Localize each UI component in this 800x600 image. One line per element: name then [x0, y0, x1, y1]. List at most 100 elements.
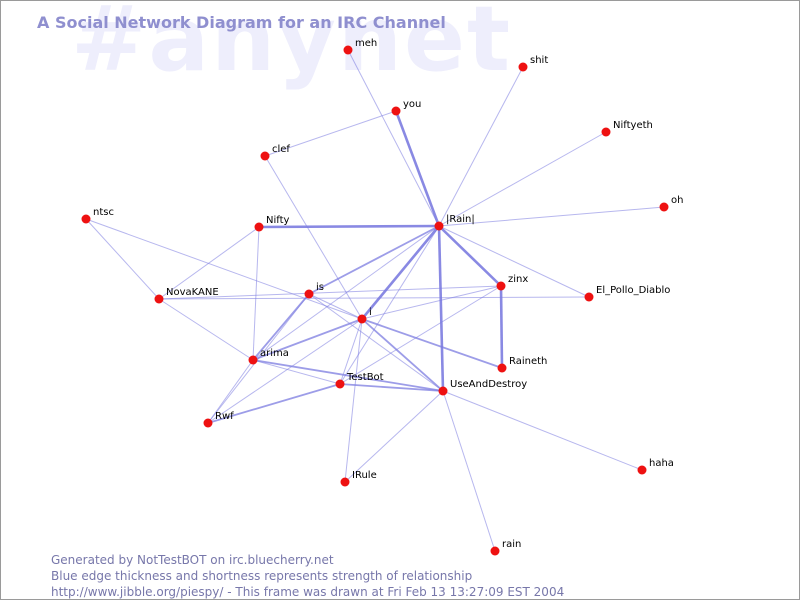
- edge-i-TestBot: [339, 318, 363, 385]
- edge-Rain-TestBot: [339, 225, 440, 385]
- node-shit: shit: [518, 55, 548, 72]
- footer-url-timestamp: http://www.jibble.org/piespy/ - This fra…: [51, 585, 565, 599]
- node-label: you: [403, 99, 421, 110]
- node-rain: rain: [490, 539, 521, 556]
- edge-Rain-UseAndDestroy: [437, 225, 445, 392]
- edge-Rain-Niftyeth: [438, 131, 607, 227]
- edges-layer: [85, 49, 665, 552]
- edge-TestBot-UseAndDestroy: [339, 383, 444, 392]
- node-dot: [497, 363, 507, 373]
- edge-UseAndDestroy-IRule: [344, 390, 444, 483]
- edge-is-arima: [252, 293, 310, 361]
- node-meh: meh: [343, 38, 377, 55]
- node-label: rain: [502, 539, 521, 550]
- edge-Rain-i: [360, 225, 441, 320]
- edge-zinx-TestBot: [339, 285, 502, 385]
- edge-i-UseAndDestroy: [361, 318, 444, 392]
- node-label: clef: [272, 144, 290, 155]
- node-label: haha: [649, 458, 674, 469]
- edge-Nifty-arima: [252, 226, 260, 361]
- node-TestBot: TestBot: [335, 372, 384, 389]
- node-label: UseAndDestroy: [450, 379, 527, 390]
- edge-TestBot-Rwf: [207, 383, 341, 424]
- edge-is-UseAndDestroy: [308, 293, 444, 392]
- node-label: NovaKANE: [166, 287, 219, 298]
- node-dot: [584, 292, 594, 302]
- node-label: Raineth: [509, 356, 547, 367]
- node-dot: [81, 214, 91, 224]
- edge-UseAndDestroy-rain: [442, 390, 496, 552]
- node-label: |Rain|: [446, 214, 475, 225]
- node-label: Nifty: [266, 215, 290, 226]
- edge-clef-you: [264, 110, 397, 157]
- node-dot: [304, 289, 314, 299]
- edge-Nifty-NovaKANE: [158, 226, 260, 300]
- node-dot: [343, 45, 353, 55]
- node-dot: [248, 355, 258, 365]
- node-El_Pollo_Diablo: El_Pollo_Diablo: [584, 285, 670, 302]
- node-clef: clef: [260, 144, 290, 161]
- edge-Rain-El_Pollo_Diablo: [438, 225, 590, 298]
- node-Nifty: Nifty: [254, 215, 290, 232]
- node-dot: [335, 379, 345, 389]
- channel-watermark: #anynet: [71, 0, 513, 92]
- edge-Rain-zinx: [438, 225, 502, 287]
- footer-generated-by: Generated by NotTestBOT on irc.bluecherr…: [51, 553, 334, 567]
- edge-Rain-meh: [347, 49, 440, 227]
- edge-arima-UseAndDestroy: [252, 359, 444, 392]
- node-Niftyeth: Niftyeth: [601, 120, 653, 137]
- node-dot: [357, 314, 367, 324]
- node-label: arima: [260, 348, 289, 359]
- node-label: oh: [671, 195, 683, 206]
- node-i: i: [357, 307, 372, 324]
- edge-i-Rwf: [207, 318, 363, 424]
- diagram-title: A Social Network Diagram for an IRC Chan…: [37, 13, 446, 32]
- node-dot: [260, 151, 270, 161]
- node-dot: [340, 477, 350, 487]
- node-dot: [391, 106, 401, 116]
- edge-i-IRule: [344, 318, 363, 483]
- node-label: i: [369, 307, 372, 318]
- node-oh: oh: [659, 195, 683, 212]
- edge-UseAndDestroy-haha: [442, 390, 643, 471]
- edge-i-Raineth: [361, 318, 503, 369]
- edge-ntsc-NovaKANE: [85, 218, 160, 300]
- node-label: is: [316, 282, 324, 293]
- node-label: zinx: [508, 274, 528, 285]
- node-dot: [659, 202, 669, 212]
- edge-Rain-oh: [438, 206, 665, 227]
- edge-is-i: [308, 293, 363, 320]
- node-NovaKANE: NovaKANE: [154, 287, 219, 304]
- node-UseAndDestroy: UseAndDestroy: [438, 379, 527, 396]
- footer-legend: Blue edge thickness and shortness repres…: [51, 569, 473, 583]
- node-dot: [438, 386, 448, 396]
- edge-arima-Rwf: [207, 359, 254, 424]
- node-you: you: [391, 99, 421, 116]
- node-arima: arima: [248, 348, 289, 365]
- node-Raineth: Raineth: [497, 356, 547, 373]
- edge-Rain-is: [308, 225, 440, 295]
- node-label: Niftyeth: [613, 120, 653, 131]
- node-zinx: zinx: [496, 274, 528, 291]
- node-Rain: |Rain|: [434, 214, 475, 231]
- edge-Rain-Nifty: [258, 224, 440, 229]
- node-label: meh: [355, 38, 377, 49]
- node-label: El_Pollo_Diablo: [596, 285, 670, 296]
- node-dot: [203, 418, 213, 428]
- node-IRule: IRule: [340, 470, 377, 487]
- node-haha: haha: [637, 458, 674, 475]
- edge-zinx-Raineth: [499, 285, 504, 369]
- edge-NovaKANE-El_Pollo_Diablo: [158, 296, 590, 300]
- node-dot: [490, 546, 500, 556]
- edge-Rain-shit: [438, 66, 524, 227]
- edge-Rain-you: [394, 110, 441, 227]
- node-dot: [154, 294, 164, 304]
- node-dot: [254, 222, 264, 232]
- node-dot: [601, 127, 611, 137]
- node-dot: [434, 221, 444, 231]
- node-dot: [496, 281, 506, 291]
- node-ntsc: ntsc: [81, 207, 114, 224]
